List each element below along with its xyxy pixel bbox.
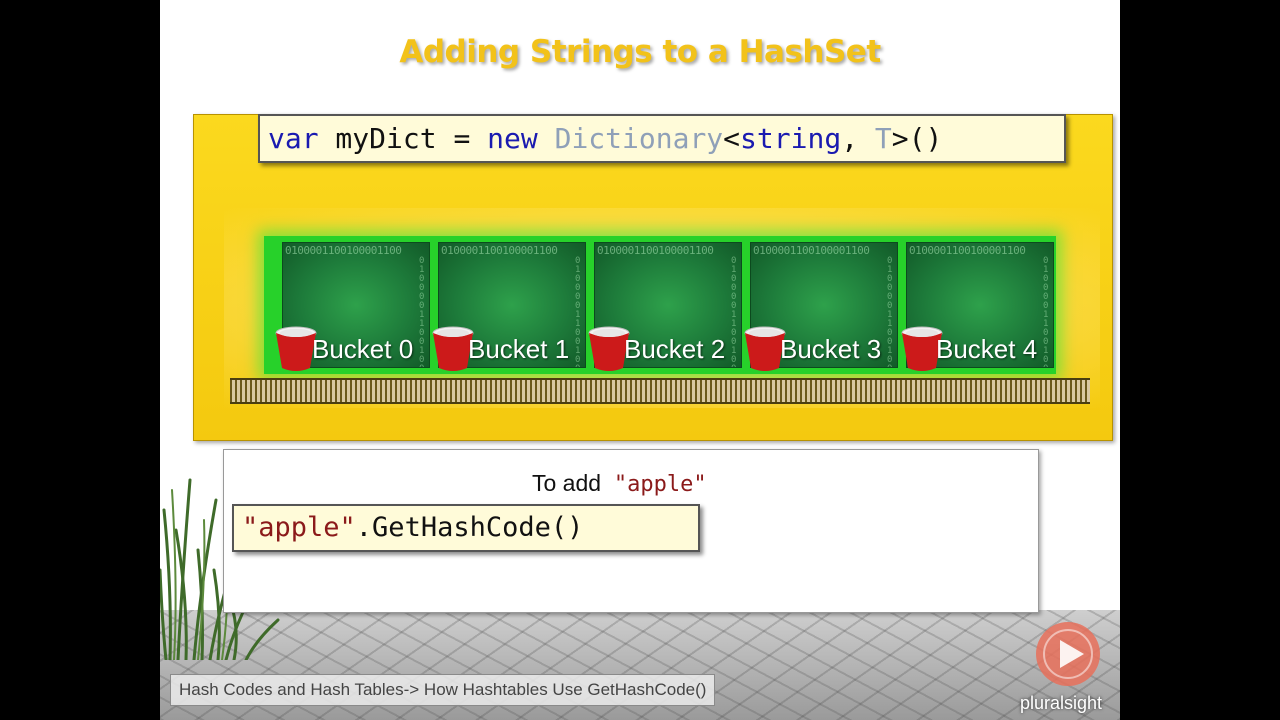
- slide: Adding Strings to a HashSet var myDict =…: [160, 0, 1120, 720]
- code-method-call: .GetHashCode(): [355, 512, 584, 543]
- to-add-caption: To add "apple": [532, 470, 707, 497]
- bucket-label-3: Bucket 3: [780, 334, 882, 364]
- to-add-value: "apple": [613, 472, 707, 497]
- chip-bits-side: 0100001100100001100: [887, 256, 893, 368]
- chip-bits: 0100001100100001100: [285, 244, 402, 257]
- cup-icon: [432, 326, 474, 371]
- cup-icon: [588, 326, 630, 371]
- bucket-label-0: Bucket 0: [312, 334, 414, 364]
- grass-decoration: [160, 478, 280, 660]
- chip-bits-side: 0100001100100001100: [1043, 256, 1049, 368]
- code-comma: ,: [841, 122, 875, 155]
- pluralsight-play-icon: [1036, 622, 1100, 686]
- cup-icon: [901, 326, 943, 371]
- chip-bits: 0100001100100001100: [597, 244, 714, 257]
- code-string-literal: "apple": [242, 512, 356, 543]
- pluralsight-logo-text: pluralsight: [1020, 693, 1103, 713]
- bucket-label-2: Bucket 2: [624, 334, 726, 364]
- ram-pins: [230, 378, 1090, 404]
- to-add-label: To add: [532, 470, 614, 496]
- slide-title: Adding Strings to a HashSet: [399, 34, 881, 70]
- course-breadcrumb: Hash Codes and Hash Tables-> How Hashtab…: [170, 674, 716, 706]
- chip-bits-side: 0100001100100001100: [419, 256, 425, 368]
- bucket-label-4: Bucket 4: [936, 334, 1038, 364]
- cup-icon: [744, 326, 786, 371]
- chip-bits: 0100001100100001100: [753, 244, 870, 257]
- chip-bits: 0100001100100001100: [909, 244, 1026, 257]
- chip-bits-side: 0100001100100001100: [731, 256, 737, 368]
- gethashcode-code: "apple".GetHashCode(): [232, 504, 700, 552]
- code-keyword-new: new: [487, 122, 538, 155]
- code-keyword-var: var: [268, 122, 319, 155]
- chip-bits: 0100001100100001100: [441, 244, 558, 257]
- chip-bits-side: 0100001100100001100: [575, 256, 581, 368]
- memory-chip-2: 0100001100100001100 0100001100100001100: [594, 242, 742, 368]
- dictionary-declaration-code: var myDict = new Dictionary<string, T>(): [258, 114, 1066, 163]
- code-keyword-string: string: [740, 122, 842, 155]
- code-generic-open: <: [723, 122, 741, 155]
- code-generic-close: >(): [891, 122, 943, 155]
- bucket-label-1: Bucket 1: [468, 334, 570, 364]
- code-type-dictionary: Dictionary: [554, 122, 724, 155]
- code-space: [538, 122, 555, 155]
- cup-icon: [275, 326, 317, 371]
- code-type-param-t: T: [874, 122, 892, 155]
- code-variable-name: myDict =: [318, 122, 488, 155]
